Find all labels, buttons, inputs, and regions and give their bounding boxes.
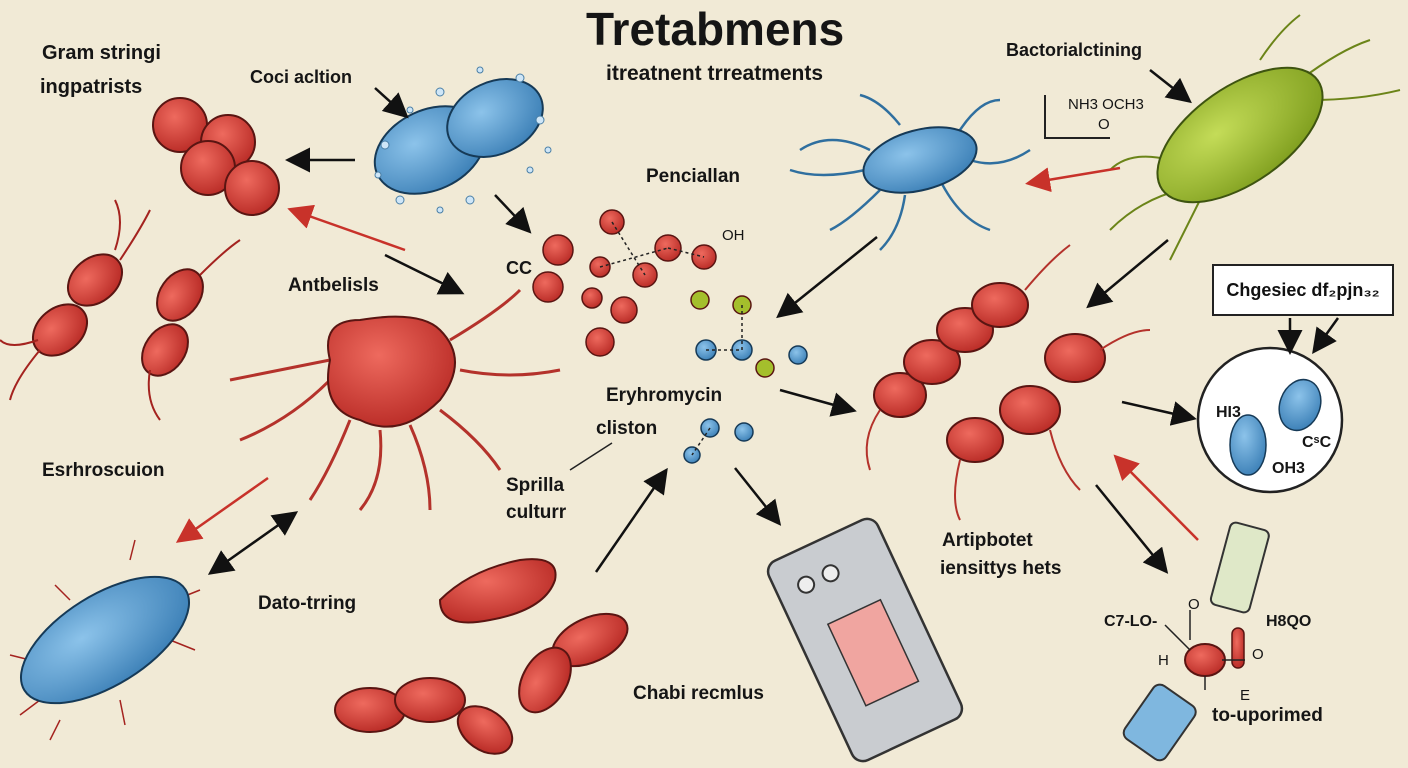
black-arrows [285,69,1340,574]
red-bacilli-bottom [334,558,629,755]
red-bacilli-left [32,253,204,377]
formula-bracket [1044,95,1110,139]
green-bacterium [1109,14,1401,261]
molecule-right: H8QO [1266,613,1312,630]
red-cocci-cluster [152,97,280,216]
formula-box: Chgesiec df₂pjn₃₂ [1212,264,1394,316]
molecule-cluster [532,209,808,464]
label-gram-line1: Gram stringi [42,42,161,64]
label-to-uporimed: to-uporimed [1212,705,1323,726]
molecule-h: H [1158,652,1169,669]
double-arrow [207,511,299,575]
molecule-o2: O [1252,646,1264,663]
molecule-bonds [599,221,743,456]
inset-h3: HI3 [1216,404,1241,421]
diagram-subtitle: itreatnent trreatments [606,62,824,85]
red-bacilli-right [873,282,1106,463]
flagella-right [865,244,1151,521]
molecule-o1: O [1188,596,1200,613]
bottom-right-molecule [1122,521,1270,762]
label-penciallan: Penciallan [646,166,740,187]
label-o-small: O [1098,116,1110,133]
label-cc: CC [506,258,532,278]
label-cliston: cliston [596,418,658,439]
label-nh3-och3: NH3 OCH3 [1068,96,1144,113]
label-antbelisls: Antbelisls [288,275,379,296]
inset-oh3: OH3 [1272,460,1305,477]
inset-c: CˢC [1302,434,1332,451]
label-coci-action: Coci acltion [250,67,353,87]
label-dato-trring: Dato-trring [258,593,357,614]
pointer-line [569,442,613,471]
label-esrhroscuion: Esrhroscuion [42,460,165,481]
label-chabi-recmlus: Chabi recmlus [633,683,764,704]
label-bactorial: Bactorialctining [1006,40,1143,60]
label-gram-line2: ingpatrists [40,76,143,98]
blue-diplococcus [373,66,552,214]
diagram-title: Tretabmens [586,3,845,55]
label-iensittys-hets: iensittys hets [940,558,1062,579]
flagella-left [0,199,241,421]
label-sprilla: Sprilla [506,475,565,496]
molecule-e: E [1240,687,1251,704]
red-flagellated-bacterium [229,288,561,511]
label-culturr: culturr [506,502,567,523]
blue-bacillus [9,539,201,741]
test-strip [766,517,964,763]
label-oh: OH [722,227,745,244]
label-eryhromycin: Eryhromycin [606,385,723,406]
circle-inset [1196,346,1344,494]
molecule-left: C7-LO- [1104,613,1158,630]
red-arrows [175,166,1199,543]
blue-flagellated-bacterium [789,93,1031,251]
label-artipbotet: Artipbotet [942,530,1033,551]
